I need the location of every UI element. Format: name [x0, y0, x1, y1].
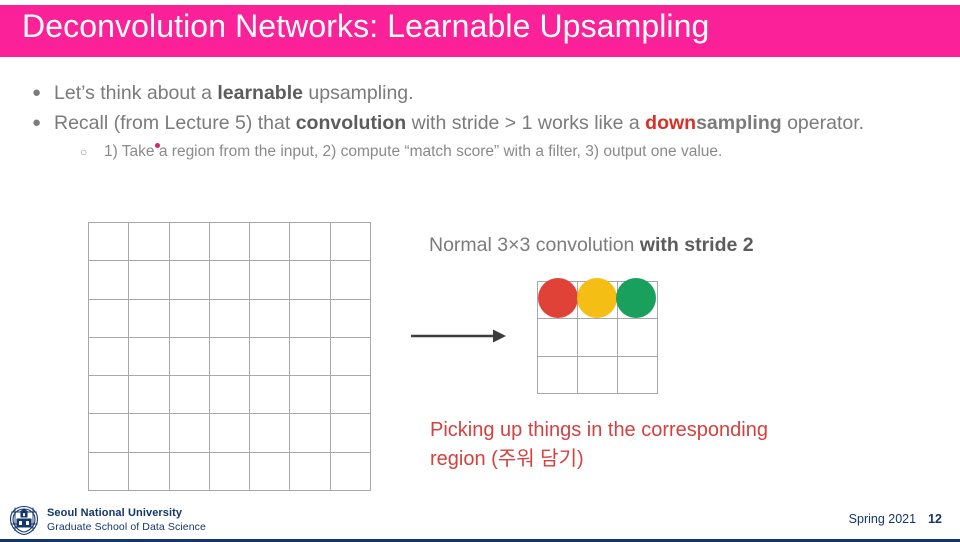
- grid-cell: [330, 376, 371, 415]
- transform-arrow-icon: [408, 324, 508, 348]
- footer-meta: Spring 2021 12: [849, 512, 942, 526]
- grid-cell: [618, 356, 658, 394]
- grid-cell: [250, 299, 291, 338]
- grid-cell: [538, 356, 578, 394]
- grid-cell: [578, 282, 618, 320]
- grid-cell: [250, 337, 291, 377]
- grid-cell: [290, 376, 331, 415]
- footer-brand-text: Seoul National University Graduate Schoo…: [47, 508, 206, 533]
- grid-cell: [538, 319, 578, 357]
- bullet-1-part-0: Let’s think about a: [54, 82, 218, 104]
- grid-cell: [250, 261, 291, 300]
- footer-brand: Seoul National University Graduate Schoo…: [8, 505, 206, 536]
- bullet-2-part-1: convolution: [295, 112, 407, 134]
- grid-cell: [250, 452, 291, 491]
- grid-cell: [290, 261, 331, 300]
- snu-emblem-icon: [8, 505, 40, 536]
- grid-cell: [129, 299, 170, 338]
- grid-cell: [129, 452, 170, 491]
- page-number: 12: [928, 512, 942, 526]
- grid-cell: [209, 414, 251, 453]
- grid-cell: [89, 452, 130, 491]
- grid-cell: [129, 337, 170, 377]
- sub-bullet-item: ○ 1) Take a region from the input, 2) co…: [80, 140, 928, 164]
- bullet-2-part-3-down: down: [645, 112, 697, 134]
- grid-cell: [330, 261, 371, 300]
- grid-cell: [578, 356, 618, 394]
- grid-cell: [290, 337, 331, 377]
- output-grid-wrapper: [537, 278, 658, 394]
- page-title: Deconvolution Networks: Learnable Upsamp…: [22, 8, 710, 44]
- bullet-marker-icon: ●: [32, 84, 42, 101]
- annotation-note: Picking up things in the corresponding r…: [430, 416, 890, 474]
- annotation-dot-icon: [155, 143, 160, 148]
- grid-cell: [169, 376, 210, 415]
- grid-cell: [129, 414, 170, 453]
- grid-cell: [250, 223, 291, 262]
- grid-cell: [250, 414, 291, 453]
- grid-cell: [330, 452, 371, 491]
- grid-cell: [538, 282, 578, 320]
- bullet-2-part-2: with stride > 1 works like a: [406, 112, 646, 134]
- grid-cell: [169, 452, 210, 491]
- grid-cell: [250, 376, 291, 415]
- bullet-list: ● Let’s think about a learnable upsampli…: [28, 78, 928, 164]
- bullet-marker-icon: ●: [32, 114, 42, 131]
- grid-cell: [89, 414, 130, 453]
- grid-cell: [290, 223, 331, 262]
- grid-cell: [129, 223, 170, 262]
- grid-cell: [89, 337, 130, 377]
- bullet-item-1: ● Let’s think about a learnable upsampli…: [28, 78, 928, 108]
- bullet-1-part-2: upsampling.: [302, 82, 414, 104]
- grid-cell: [89, 223, 130, 262]
- sub-bullet-text: 1) Take a region from the input, 2) comp…: [104, 143, 723, 160]
- grid-cell: [169, 414, 210, 453]
- grid-cell: [578, 319, 618, 357]
- title-band: [0, 5, 960, 57]
- footer-term: Spring 2021: [848, 512, 917, 526]
- grid-cell: [209, 337, 251, 377]
- grid-cell: [209, 299, 251, 338]
- bullet-2-part-5: operator.: [781, 112, 865, 134]
- grid-cell: [330, 299, 371, 338]
- diagram-caption: Normal 3×3 convolution with stride 2: [429, 232, 754, 258]
- grid-cell: [209, 223, 251, 262]
- annotation-note-line2: region (주워 담기): [430, 448, 584, 470]
- grid-cell: [330, 414, 371, 453]
- grid-cell: [330, 223, 371, 262]
- grid-cell: [618, 282, 658, 320]
- grid-cell: [618, 319, 658, 357]
- input-grid: [88, 222, 371, 491]
- grid-cell: [89, 261, 130, 300]
- grid-cell: [290, 414, 331, 453]
- diagram-caption-emphasis: with stride 2: [639, 234, 754, 256]
- grid-cell: [169, 337, 210, 377]
- grid-cell: [169, 223, 210, 262]
- grid-cell: [209, 261, 251, 300]
- grid-cell: [169, 299, 210, 338]
- grid-cell: [209, 452, 251, 491]
- grid-cell: [330, 337, 371, 377]
- footer-university: Seoul National University: [47, 507, 183, 520]
- grid-cell: [129, 376, 170, 415]
- grid-cell: [129, 261, 170, 300]
- grid-cell: [169, 261, 210, 300]
- bullet-item-2: ● Recall (from Lecture 5) that convoluti…: [28, 108, 928, 138]
- bullet-item-1-text: Let’s think about a learnable upsampling…: [54, 78, 928, 108]
- bullet-2-part-4-sampling: sampling: [696, 112, 782, 134]
- bullet-1-part-1: learnable: [217, 82, 303, 104]
- bullet-item-2-text: Recall (from Lecture 5) that convolution…: [54, 108, 928, 138]
- grid-cell: [89, 299, 130, 338]
- grid-cell: [89, 376, 130, 415]
- bullet-2-part-0: Recall (from Lecture 5) that: [54, 112, 296, 134]
- sub-bullet-marker-icon: ○: [80, 145, 88, 159]
- diagram-caption-prefix: Normal 3×3 convolution: [429, 234, 640, 256]
- annotation-note-line1: Picking up things in the corresponding: [430, 419, 768, 441]
- footer-school: Graduate School of Data Science: [47, 521, 206, 534]
- grid-cell: [290, 452, 331, 491]
- output-grid: [537, 281, 658, 394]
- grid-cell: [209, 376, 251, 415]
- grid-cell: [290, 299, 331, 338]
- footer-divider: [0, 539, 960, 542]
